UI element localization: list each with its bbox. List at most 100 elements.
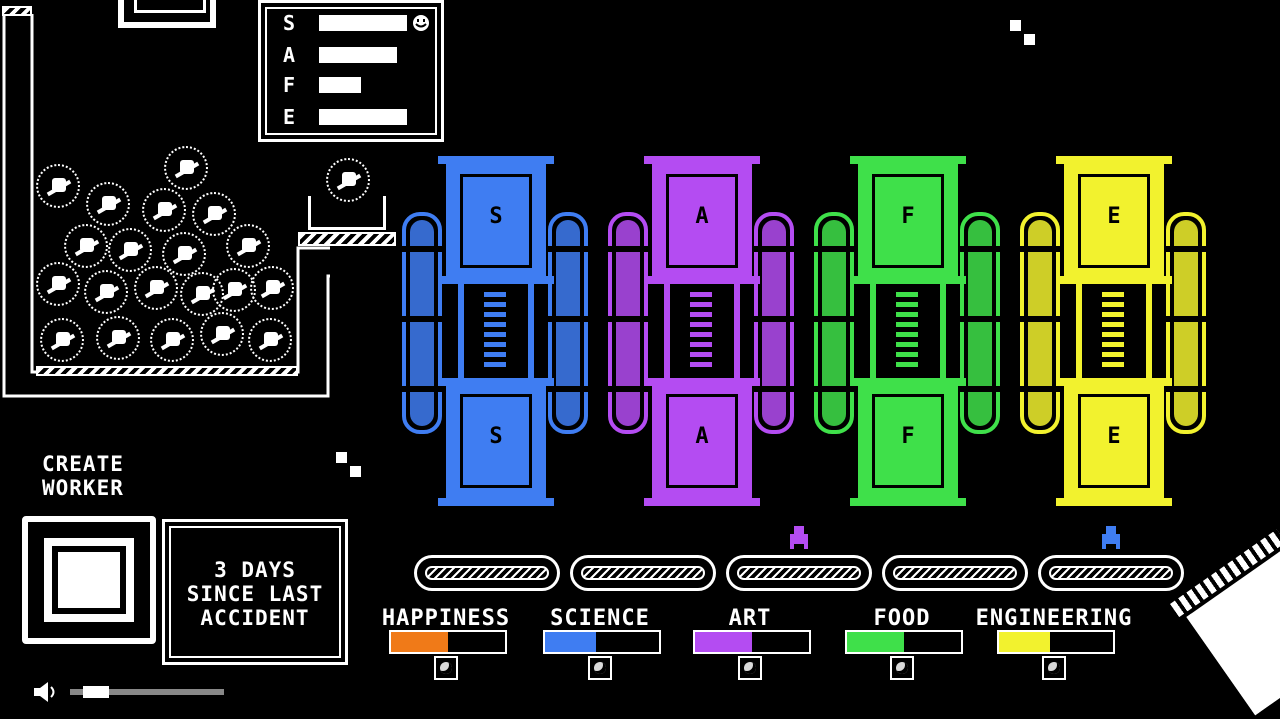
worker[interactable] xyxy=(142,188,186,232)
conveyor-belt xyxy=(570,555,716,591)
stat-bar xyxy=(319,77,361,93)
accident-panel: 3 DAYS SINCE LAST ACCIDENT xyxy=(162,519,348,665)
meter-knob-button[interactable] xyxy=(1042,656,1066,680)
worker[interactable] xyxy=(192,192,236,236)
machine-letter: A xyxy=(695,204,709,229)
worker[interactable] xyxy=(200,312,244,356)
machine-letter: E xyxy=(1107,204,1121,229)
machine-core xyxy=(870,284,946,380)
machine-press-top: S xyxy=(438,156,554,284)
conveyor-belt xyxy=(1038,555,1184,591)
machine-pipe-right xyxy=(754,212,794,434)
stat-letter: A xyxy=(283,43,296,67)
feed-chute xyxy=(118,0,216,28)
stat-bar xyxy=(319,15,407,31)
accident-line2: SINCE LAST xyxy=(186,582,324,606)
machine-pipe-left xyxy=(402,212,442,434)
meter-fill xyxy=(545,632,597,652)
worker-on-belt[interactable] xyxy=(1098,524,1124,550)
meter-label-science: SCIENCE xyxy=(550,606,650,631)
machine-press-top: E xyxy=(1056,156,1172,284)
stat-letter: E xyxy=(283,105,296,129)
stat-row-a: A xyxy=(283,43,397,67)
worker[interactable] xyxy=(150,318,194,362)
conveyor-belt xyxy=(414,555,560,591)
speaker-icon[interactable] xyxy=(34,682,60,702)
machine-core xyxy=(458,284,534,380)
worker-on-belt[interactable] xyxy=(786,524,812,550)
stat-letter: S xyxy=(283,11,296,35)
worker[interactable] xyxy=(36,164,80,208)
worker[interactable] xyxy=(108,228,152,272)
meter-knob-button[interactable] xyxy=(434,656,458,680)
volume-slider-thumb[interactable] xyxy=(83,686,109,698)
worker-tank xyxy=(2,14,330,398)
machine-pipe-left xyxy=(814,212,854,434)
worker[interactable] xyxy=(248,318,292,362)
meter-happiness xyxy=(389,630,507,654)
machine-press-top: A xyxy=(644,156,760,284)
tank-floor-hazard xyxy=(36,366,298,376)
machine-letter: E xyxy=(1107,424,1121,449)
machine-letter: S xyxy=(489,424,503,449)
machine-pipe-left xyxy=(608,212,648,434)
machine-core xyxy=(664,284,740,380)
worker[interactable] xyxy=(226,224,270,268)
stat-row-f: F xyxy=(283,73,361,97)
meter-fill xyxy=(695,632,752,652)
accident-days: 3 DAYS xyxy=(214,558,296,582)
machine-press-bottom: E xyxy=(1056,378,1172,506)
meter-label-engineering: ENGINEERING xyxy=(975,606,1133,631)
worker[interactable] xyxy=(84,270,128,314)
stat-row-s: S xyxy=(283,11,407,35)
machine-letter: F xyxy=(901,204,915,229)
meter-knob-button[interactable] xyxy=(738,656,762,680)
accident-line3: ACCIDENT xyxy=(200,606,310,630)
worker[interactable] xyxy=(96,316,140,360)
create-worker-label: CREATE WORKER xyxy=(42,452,124,500)
create-worker-button[interactable] xyxy=(22,516,156,644)
machine-press-bottom: F xyxy=(850,378,966,506)
machine-pipe-right xyxy=(548,212,588,434)
conveyor-belt xyxy=(882,555,1028,591)
meter-food xyxy=(845,630,963,654)
lift-cradle xyxy=(308,196,386,230)
meter-fill xyxy=(391,632,448,652)
machine-letter: F xyxy=(901,424,915,449)
meter-fill xyxy=(999,632,1051,652)
meter-knob-button[interactable] xyxy=(588,656,612,680)
stat-bar xyxy=(319,109,407,125)
dice-icon xyxy=(336,452,362,478)
machine-press-bottom: S xyxy=(438,378,554,506)
meter-label-happiness: HAPPINESS xyxy=(381,606,511,631)
dice-icon xyxy=(1010,20,1036,46)
meter-knob-button[interactable] xyxy=(890,656,914,680)
machine-core xyxy=(1076,284,1152,380)
stat-letter: F xyxy=(283,73,296,97)
meter-fill xyxy=(847,632,904,652)
worker[interactable] xyxy=(40,318,84,362)
meter-label-food: FOOD xyxy=(873,606,931,631)
machine-pipe-right xyxy=(1166,212,1206,434)
machine-letter: A xyxy=(695,424,709,449)
meter-art xyxy=(693,630,811,654)
lift-platform xyxy=(298,232,396,246)
conveyor-belt xyxy=(726,555,872,591)
worker[interactable] xyxy=(86,182,130,226)
worker[interactable] xyxy=(36,262,80,306)
stat-bar xyxy=(319,47,397,63)
worker[interactable] xyxy=(162,232,206,276)
worker[interactable] xyxy=(212,268,256,312)
meter-engineering xyxy=(997,630,1115,654)
worker[interactable] xyxy=(134,266,178,310)
volume-slider-track[interactable] xyxy=(70,689,224,695)
worker[interactable] xyxy=(164,146,208,190)
worker-on-lift[interactable] xyxy=(326,158,370,202)
worker[interactable] xyxy=(250,266,294,310)
worker[interactable] xyxy=(64,224,108,268)
